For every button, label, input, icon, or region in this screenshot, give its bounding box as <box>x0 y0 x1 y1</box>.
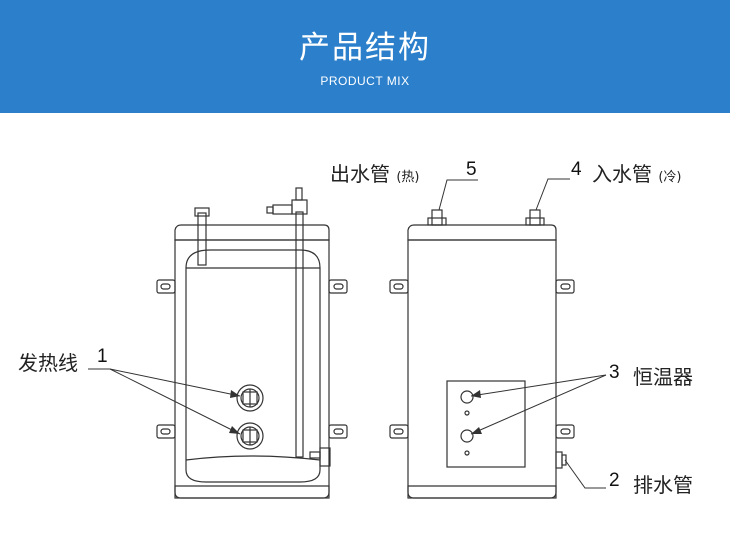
thermostat-dot-top <box>464 410 470 416</box>
outer-body <box>174 239 330 499</box>
valve-body <box>272 204 293 215</box>
heating-element-top <box>236 384 264 412</box>
thermostat-dial-top <box>460 390 474 404</box>
ext-bracket-left-top-slot <box>393 283 404 290</box>
bracket-right-bottom <box>328 424 348 439</box>
ext-bracket-right-bottom-slot <box>560 428 571 435</box>
callout-heating-bottom <box>109 368 241 435</box>
label-thermostat-text: 恒温器 <box>633 365 693 389</box>
page-title: 产品结构 <box>299 30 431 66</box>
ext-bracket-right-bottom <box>555 424 575 439</box>
ext-bracket-left-bottom-slot <box>393 428 404 435</box>
ext-bracket-left-top <box>389 279 409 294</box>
page-subtitle: PRODUCT MIX <box>320 74 410 88</box>
heating-element-bottom <box>236 422 264 450</box>
bracket-left-top-slot <box>160 283 171 290</box>
ext-outer-body <box>407 239 557 499</box>
left-pipe-cap <box>194 207 210 217</box>
exterior-view <box>389 209 575 499</box>
label-heating-text: 发热线 <box>18 351 78 375</box>
label-drain-number: 2 <box>609 470 620 491</box>
label-outlet-number: 5 <box>466 159 477 180</box>
bracket-right-top <box>328 279 348 294</box>
thermostat-panel <box>446 380 526 468</box>
tank-bottom-line <box>185 455 321 461</box>
callout-lines <box>88 178 607 489</box>
callout-drain <box>564 459 606 489</box>
drain-stub <box>309 451 321 459</box>
ext-drain-nut <box>561 454 567 466</box>
thermostat-dot-bottom <box>464 450 470 456</box>
label-drain-text: 排水管 <box>633 473 693 497</box>
ext-inlet-pipe-base <box>525 217 545 226</box>
ext-bracket-left-bottom <box>389 424 409 439</box>
left-pipe <box>197 212 207 266</box>
cutaway-view <box>156 187 348 499</box>
label-outlet-text: 出水管 (热) <box>330 158 420 187</box>
label-inlet-number: 4 <box>571 159 582 180</box>
ext-top-plate <box>407 224 557 241</box>
bracket-right-top-slot <box>333 283 344 290</box>
callout-heating-top <box>109 368 241 397</box>
callout-thermo-bottom <box>470 374 607 435</box>
callout-inlet <box>535 178 570 211</box>
header-banner: 产品结构 PRODUCT MIX <box>0 0 730 113</box>
inlet-note: (冷) <box>658 170 682 185</box>
ext-bracket-right-top-slot <box>560 283 571 290</box>
bracket-left-top <box>156 279 176 294</box>
ext-bottom-plate <box>407 485 557 499</box>
label-inlet-text: 入水管 (冷) <box>592 158 682 187</box>
valve-top <box>295 187 303 201</box>
right-pipe <box>295 211 304 458</box>
outlet-text: 出水管 <box>330 162 390 186</box>
bracket-left-bottom-slot <box>160 428 171 435</box>
bracket-right-bottom-slot <box>333 428 344 435</box>
callout-outlet <box>438 179 478 211</box>
outlet-note: (热) <box>396 170 420 185</box>
label-thermostat-number: 3 <box>609 362 620 383</box>
label-heating-number: 1 <box>97 346 108 367</box>
ext-bracket-right-top <box>555 279 575 294</box>
ext-drain-fitting <box>555 451 563 469</box>
inner-tank <box>185 249 321 483</box>
thermostat-dial-bottom <box>460 429 474 443</box>
bracket-left-bottom <box>156 424 176 439</box>
arrowheads <box>229 390 482 434</box>
bottom-plate <box>174 485 330 499</box>
valve-knob <box>266 206 274 214</box>
inlet-text: 入水管 <box>592 162 652 186</box>
ext-outlet-pipe-base <box>427 217 447 226</box>
top-plate <box>174 224 330 241</box>
callout-thermo-top <box>470 374 607 397</box>
